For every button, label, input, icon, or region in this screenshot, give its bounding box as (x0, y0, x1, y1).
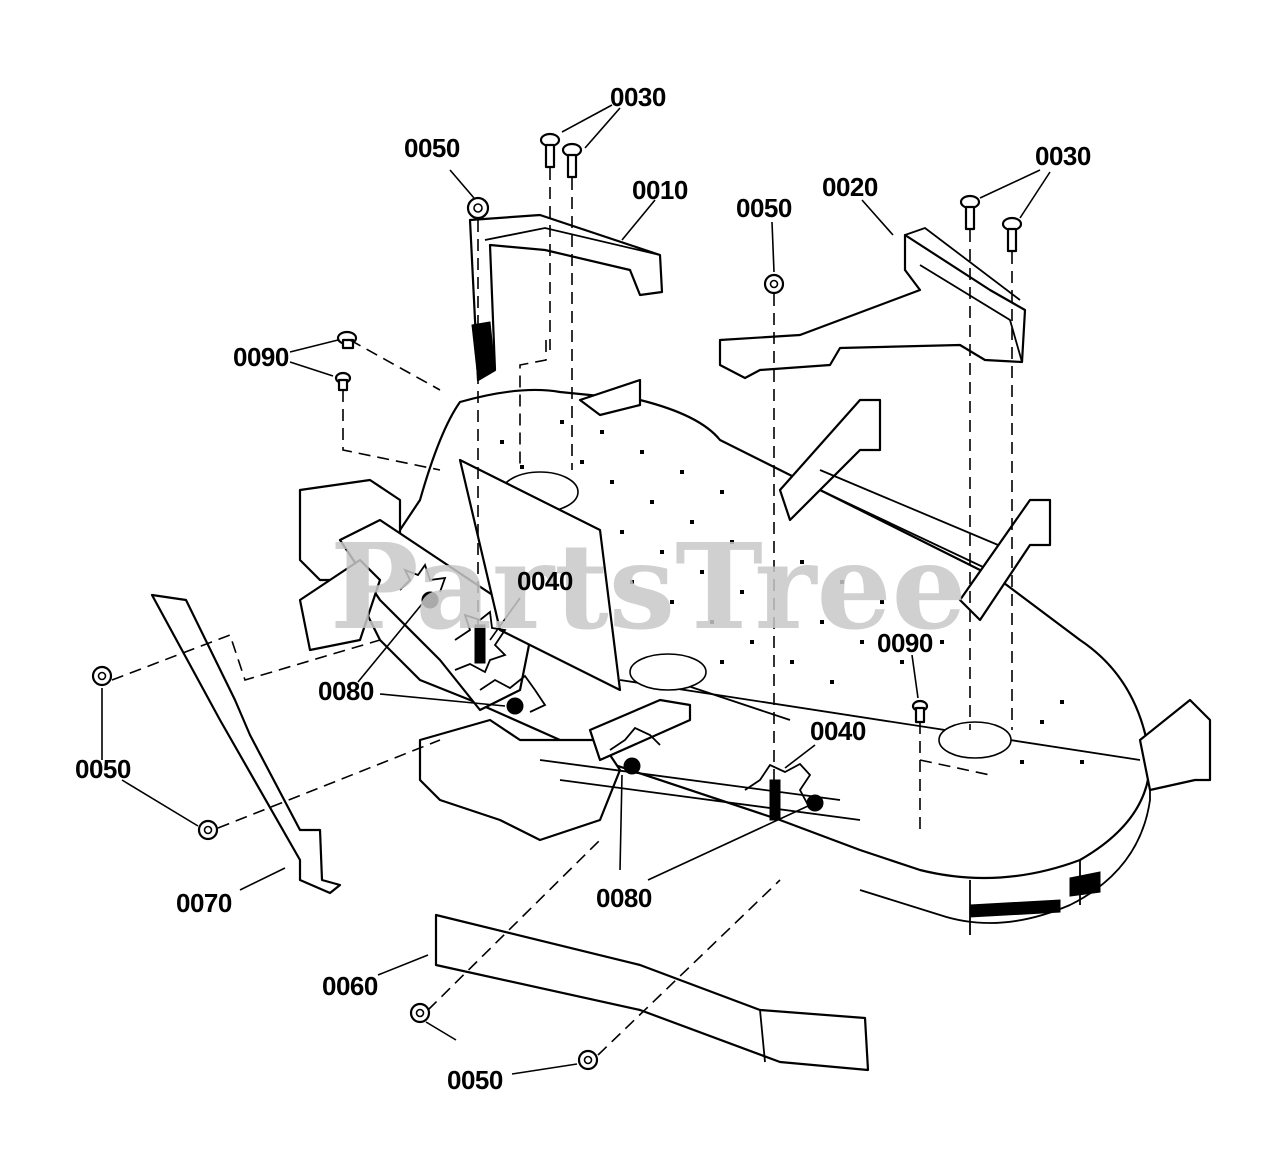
callout-0050-left: 0050 (75, 754, 131, 784)
callout-labels: 0030 0050 0010 0020 0050 0030 0090 0040 … (75, 82, 1091, 1095)
callout-0060: 0060 (322, 971, 378, 1001)
bolt-0030-d (1001, 216, 1023, 253)
callout-0010: 0010 (632, 175, 688, 205)
callout-0070: 0070 (176, 888, 232, 918)
watermark-logo: PartsTree (330, 517, 967, 656)
callout-0050-top: 0050 (404, 133, 460, 163)
callout-0040-left: 0040 (517, 566, 573, 596)
part-0020-bracket (718, 226, 1027, 380)
callout-0090-left: 0090 (233, 342, 289, 372)
callout-0050-mid: 0050 (736, 193, 792, 223)
bolt-0090-c (911, 699, 929, 724)
deck-holes (500, 420, 1084, 764)
bolt-0090-a (336, 330, 358, 350)
part-0060-baffle (434, 913, 870, 1072)
fasteners (91, 132, 1023, 1071)
leader-lines (101, 104, 1051, 1075)
callout-0090-right: 0090 (877, 628, 933, 658)
bolt-0030-b (561, 142, 583, 179)
bolt-0090-b (334, 371, 352, 392)
part-0010-bracket (468, 213, 664, 382)
nut-0050-left-a (91, 665, 113, 687)
nut-0050-bottom-a (409, 1002, 431, 1024)
bolt-0030-c (959, 194, 981, 231)
nut-0050-left-b (197, 819, 219, 841)
bolt-0080-b (506, 697, 524, 715)
stud-0040-left (474, 624, 486, 664)
callout-0040-right: 0040 (810, 716, 866, 746)
nut-0050-bottom-b (577, 1049, 599, 1071)
nut-0050-top (466, 196, 490, 220)
stud-0040-right (769, 779, 781, 821)
bolt-0030-a (539, 132, 561, 169)
callout-0030-top: 0030 (610, 82, 666, 112)
callout-0030-right: 0030 (1035, 141, 1091, 171)
part-0070-baffle (150, 593, 342, 895)
nut-0050-mid (763, 273, 785, 295)
callout-0080-left: 0080 (318, 676, 374, 706)
assembly-lines (111, 168, 1013, 1056)
bolt-0080-d (806, 794, 824, 812)
bolt-0080-c (623, 757, 641, 775)
callout-0020: 0020 (822, 172, 878, 202)
callout-0080-bottom: 0080 (596, 883, 652, 913)
callout-0050-bottom: 0050 (447, 1065, 503, 1095)
bolt-0080-a (421, 591, 439, 609)
